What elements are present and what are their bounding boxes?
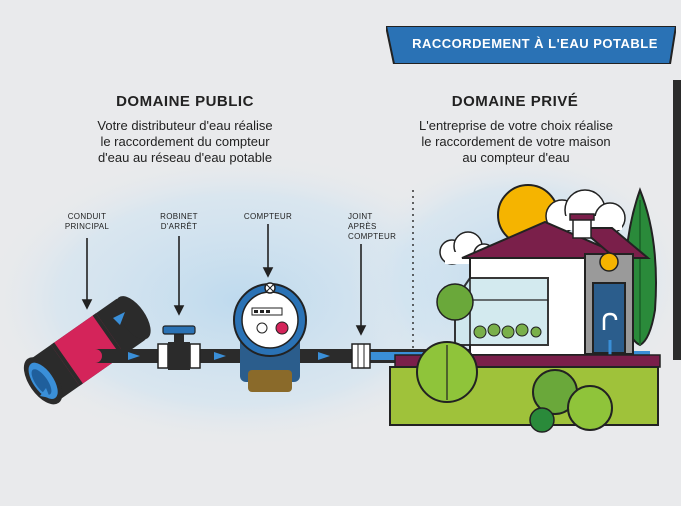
banner-title: RACCORDEMENT À L'EAU POTABLE <box>412 36 658 51</box>
main-pipe <box>23 296 151 405</box>
public-title: DOMAINE PUBLIC <box>116 93 254 110</box>
label-main-pipe: CONDUIT PRINCIPAL <box>64 212 110 231</box>
private-title: DOMAINE PRIVÉ <box>451 93 579 110</box>
stop-valve <box>157 325 201 370</box>
edge-strip <box>673 80 681 360</box>
title-banner <box>386 26 676 64</box>
label-meter: COMPTEUR <box>243 212 293 221</box>
label-joint-after-meter: JOINT APRÈS COMPTEUR <box>348 212 397 241</box>
label-stop-valve: ROBINET D'ARRÊT <box>160 212 198 231</box>
house-scene <box>389 184 661 433</box>
joint-after-meter <box>351 343 371 369</box>
private-description: L'entreprise de votre choix réalise le r… <box>419 118 613 165</box>
water-meter <box>233 282 307 392</box>
public-description: Votre distributeur d'eau réalise le racc… <box>97 118 273 165</box>
